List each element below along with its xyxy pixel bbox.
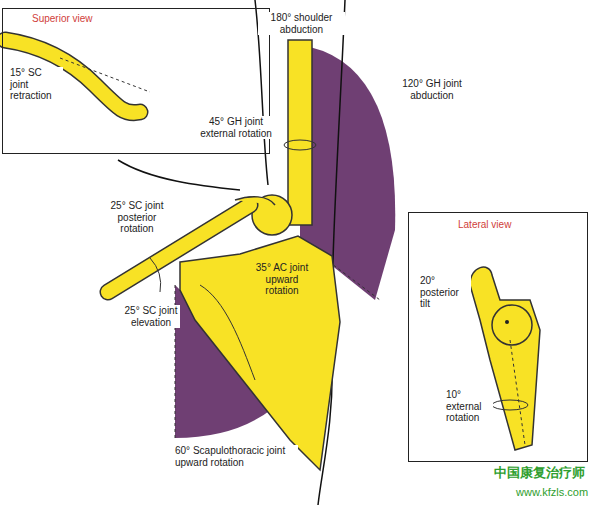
angle-label: 35° AC joint upward rotation <box>250 262 314 297</box>
angle-label: 10° external rotation <box>445 389 493 424</box>
angle-label: 15° SC joint retraction <box>9 67 63 102</box>
watermark: 中国康复治疗师 <box>493 466 593 481</box>
angle-label: 180° shoulder abduction <box>258 12 345 35</box>
rotation-arrow <box>492 400 528 410</box>
body-outline <box>118 160 240 190</box>
axis-dot <box>505 320 509 324</box>
watermark: www.kfzls.com <box>515 486 593 499</box>
angle-label: 60° Scapulothoracic joint upward rotatio… <box>174 445 298 468</box>
view-heading: Superior view <box>31 13 123 25</box>
dashed-line <box>60 58 150 92</box>
scapula-edge <box>200 285 255 380</box>
acromion <box>235 197 275 205</box>
angle-arc <box>150 258 161 292</box>
angle-label: 45° GH joint external rotation <box>195 116 277 139</box>
angle-label: 25° SC joint posterior rotation <box>100 200 174 235</box>
angle-label: 120° GH joint abduction <box>400 78 464 101</box>
rotation-arrow <box>284 140 316 150</box>
angle-label: 25° SC joint elevation <box>122 305 180 328</box>
inset-panel: Lateral view 20° posterior tilt 10° extern… <box>408 212 588 462</box>
dashed-line <box>510 340 525 445</box>
clavicle-superior <box>5 40 140 113</box>
view-heading: Lateral view <box>457 219 539 231</box>
clavicle-outline <box>5 40 140 113</box>
angle-label: 20° posterior tilt <box>419 275 471 310</box>
humeral-head-lateral <box>492 305 532 345</box>
scapula <box>180 236 340 470</box>
humerus <box>288 40 312 225</box>
